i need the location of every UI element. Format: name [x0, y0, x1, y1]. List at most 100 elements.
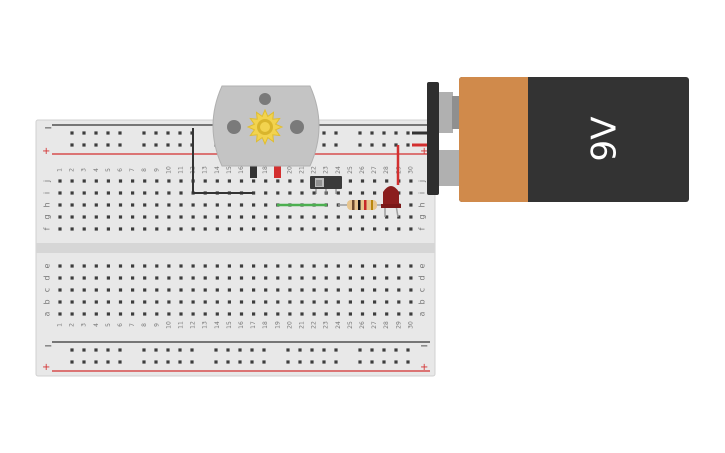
rail-hole[interactable] [190, 348, 194, 352]
rail-hole[interactable] [166, 348, 170, 352]
rail-hole[interactable] [118, 360, 122, 364]
terminal-hole-j[interactable] [360, 179, 365, 183]
rail-hole[interactable] [154, 143, 158, 147]
terminal-hole-f[interactable] [179, 227, 183, 231]
terminal-hole-c[interactable] [276, 288, 280, 292]
rail-hole[interactable] [70, 360, 74, 364]
terminal-hole-e[interactable] [397, 264, 401, 268]
terminal-hole-g[interactable] [70, 215, 74, 219]
terminal-hole-j[interactable] [239, 179, 244, 183]
terminal-hole-i[interactable] [94, 191, 98, 195]
terminal-hole-d[interactable] [215, 276, 219, 280]
terminal-hole-c[interactable] [155, 288, 159, 292]
terminal-hole-e[interactable] [348, 264, 352, 268]
terminal-hole-g[interactable] [360, 215, 365, 219]
terminal-hole-d[interactable] [373, 276, 377, 280]
terminal-hole-e[interactable] [131, 264, 135, 268]
terminal-hole-h[interactable] [143, 203, 147, 207]
rail-hole[interactable] [142, 131, 146, 135]
terminal-hole-f[interactable] [94, 227, 98, 231]
terminal-hole-b[interactable] [58, 300, 62, 304]
terminal-hole-f[interactable] [227, 227, 231, 231]
terminal-hole-d[interactable] [300, 276, 304, 280]
terminal-hole-f[interactable] [264, 227, 268, 231]
terminal-hole-j[interactable] [118, 179, 123, 183]
rail-hole[interactable] [178, 360, 182, 364]
rail-hole[interactable] [382, 348, 386, 352]
terminal-hole-d[interactable] [155, 276, 159, 280]
terminal-hole-b[interactable] [300, 300, 304, 304]
rail-hole[interactable] [262, 348, 266, 352]
terminal-hole-e[interactable] [300, 264, 304, 268]
terminal-hole-a[interactable] [276, 312, 280, 316]
terminal-hole-a[interactable] [94, 312, 98, 316]
terminal-hole-e[interactable] [227, 264, 231, 268]
terminal-hole-h[interactable] [70, 203, 74, 207]
rail-hole[interactable] [382, 131, 386, 135]
terminal-hole-c[interactable] [360, 288, 365, 292]
terminal-hole-e[interactable] [239, 264, 244, 268]
terminal-hole-h[interactable] [409, 203, 413, 207]
rail-hole[interactable] [334, 348, 338, 352]
rail-hole[interactable] [178, 348, 182, 352]
terminal-hole-i[interactable] [58, 191, 62, 195]
terminal-hole-f[interactable] [312, 227, 316, 231]
rail-hole[interactable] [82, 360, 86, 364]
terminal-hole-c[interactable] [288, 288, 292, 292]
rail-hole[interactable] [190, 360, 194, 364]
terminal-hole-e[interactable] [215, 264, 219, 268]
rail-hole[interactable] [226, 348, 230, 352]
terminal-hole-g[interactable] [118, 215, 123, 219]
terminal-hole-b[interactable] [312, 300, 316, 304]
terminal-hole-i[interactable] [118, 191, 123, 195]
terminal-hole-g[interactable] [276, 215, 280, 219]
terminal-hole-e[interactable] [70, 264, 74, 268]
terminal-hole-a[interactable] [264, 312, 268, 316]
rail-hole[interactable] [154, 131, 158, 135]
terminal-hole-j[interactable] [227, 179, 231, 183]
rail-hole[interactable] [142, 360, 146, 364]
rail-hole[interactable] [382, 360, 386, 364]
terminal-hole-i[interactable] [264, 191, 268, 195]
terminal-hole-a[interactable] [385, 312, 389, 316]
terminal-hole-j[interactable] [409, 179, 413, 183]
terminal-hole-f[interactable] [324, 227, 328, 231]
terminal-hole-b[interactable] [82, 300, 86, 304]
terminal-hole-b[interactable] [288, 300, 292, 304]
rail-hole[interactable] [406, 348, 410, 352]
terminal-hole-j[interactable] [58, 179, 62, 183]
terminal-hole-e[interactable] [409, 264, 413, 268]
rail-hole[interactable] [310, 348, 314, 352]
slide-switch[interactable] [310, 176, 342, 194]
terminal-hole-c[interactable] [385, 288, 389, 292]
terminal-hole-f[interactable] [360, 227, 365, 231]
terminal-hole-d[interactable] [94, 276, 98, 280]
terminal-hole-c[interactable] [58, 288, 62, 292]
terminal-hole-i[interactable] [348, 191, 352, 195]
rail-hole[interactable] [106, 348, 110, 352]
terminal-hole-j[interactable] [215, 179, 219, 183]
rail-hole[interactable] [370, 143, 374, 147]
rail-hole[interactable] [94, 360, 98, 364]
terminal-hole-c[interactable] [348, 288, 352, 292]
terminal-hole-d[interactable] [397, 276, 401, 280]
terminal-hole-g[interactable] [155, 215, 159, 219]
terminal-hole-e[interactable] [288, 264, 292, 268]
rail-hole[interactable] [394, 143, 398, 147]
rail-hole[interactable] [262, 360, 266, 364]
terminal-hole-b[interactable] [131, 300, 135, 304]
terminal-hole-j[interactable] [131, 179, 135, 183]
terminal-hole-f[interactable] [288, 227, 292, 231]
terminal-hole-d[interactable] [82, 276, 86, 280]
terminal-hole-e[interactable] [167, 264, 171, 268]
terminal-hole-c[interactable] [70, 288, 74, 292]
terminal-hole-e[interactable] [360, 264, 365, 268]
terminal-hole-a[interactable] [70, 312, 74, 316]
terminal-hole-a[interactable] [239, 312, 244, 316]
terminal-hole-c[interactable] [239, 288, 244, 292]
terminal-hole-g[interactable] [288, 215, 292, 219]
rail-hole[interactable] [166, 131, 170, 135]
terminal-hole-e[interactable] [203, 264, 207, 268]
terminal-hole-j[interactable] [348, 179, 352, 183]
terminal-hole-a[interactable] [360, 312, 365, 316]
